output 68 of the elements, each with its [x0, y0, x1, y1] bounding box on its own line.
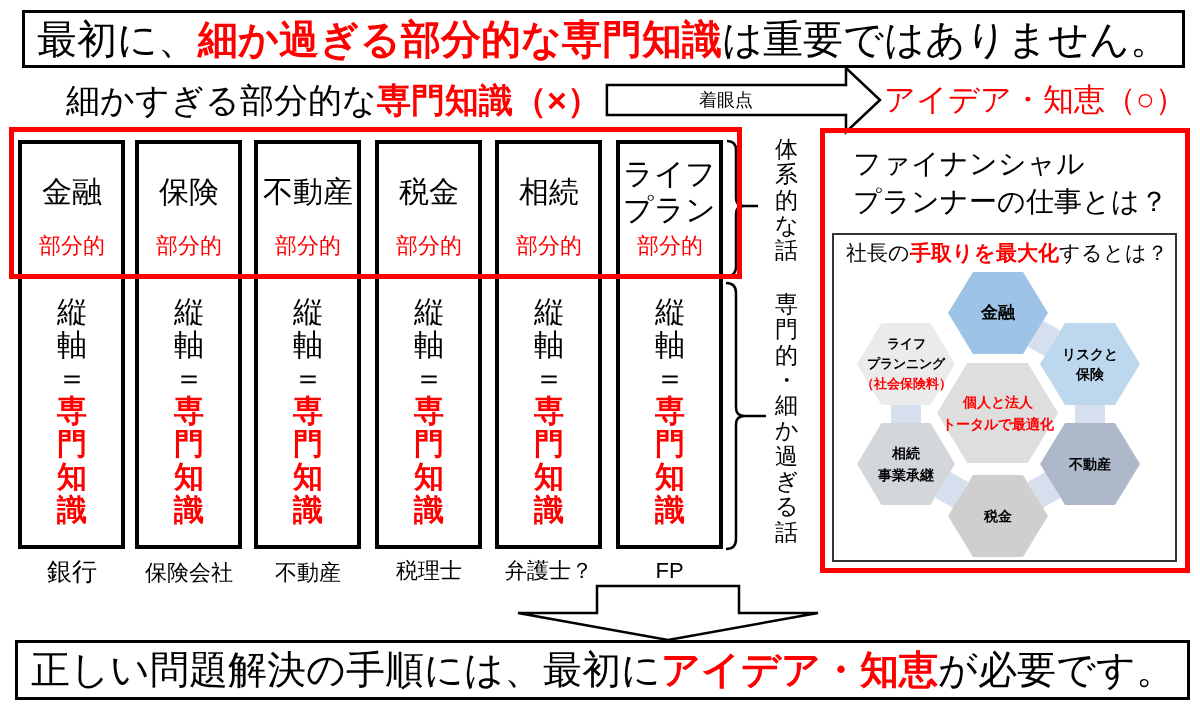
hexagon: [948, 272, 1048, 354]
hexagon: [857, 323, 955, 405]
panel-box: [820, 128, 1190, 573]
hexagon-label: （社会保険料）: [860, 375, 952, 393]
hexagon-label: 不動産: [1069, 455, 1111, 474]
hexagon-label: ライフプランニング: [867, 335, 945, 373]
category-label: ライフプラン: [622, 156, 717, 228]
vertical-label: 専門的・細か過ぎる話: [775, 292, 798, 545]
category-tag: 部分的: [274, 232, 341, 260]
hexagon: [948, 475, 1048, 557]
vertical-text: 縦軸＝専門知識: [413, 295, 444, 526]
column-box: [616, 279, 723, 549]
banner-box: [22, 10, 1185, 68]
column-caption: 弁護士？: [504, 557, 593, 585]
block-arrow: [605, 65, 882, 135]
category-tag: 部分的: [155, 232, 222, 260]
category-box: [616, 140, 723, 274]
category-label: 金融: [41, 174, 102, 210]
vertical-label: 体系的な話: [775, 137, 798, 264]
vertical-text: 縦軸＝専門知識: [533, 295, 564, 526]
hexagon-label: 個人と法人トータルで最適化: [941, 393, 1054, 434]
heading-text: 細かすぎる部分的な専門知識（×）: [66, 80, 601, 120]
group-frame: [9, 127, 742, 279]
column-caption: FP: [655, 557, 684, 585]
column-caption: 不動産: [274, 559, 341, 587]
column-box: [375, 279, 482, 549]
panel-question: 社長の手取りを最大化するとは？: [846, 240, 1168, 266]
category-box: [254, 140, 361, 274]
column-caption: 税理士: [395, 557, 462, 585]
hexagon-label: 金融: [981, 302, 1015, 324]
column-caption: 銀行: [46, 556, 97, 586]
banner-box: [15, 640, 1190, 700]
inner-panel: [832, 233, 1177, 562]
category-tag: 部分的: [38, 232, 105, 260]
category-label: 保険: [158, 174, 219, 210]
panel-title: ファイナンシャルプランナーの仕事とは？: [853, 147, 1168, 219]
category-label: 不動産: [262, 174, 353, 210]
connector-band: [1027, 471, 1061, 509]
hexagon-label: 税金: [984, 507, 1012, 526]
category-box: [18, 140, 125, 274]
column-box: [135, 279, 242, 549]
vertical-text: 縦軸＝専門知識: [56, 295, 87, 526]
category-box: [495, 140, 602, 274]
connector-band: [891, 405, 921, 423]
category-label: 税金: [398, 174, 459, 210]
vertical-text: 縦軸＝専門知識: [173, 295, 204, 526]
hexagon-label: 相続事業承継: [878, 444, 934, 485]
connector-band: [935, 471, 969, 509]
category-label: 相続: [518, 174, 579, 210]
column-caption: 保険会社: [144, 559, 233, 587]
category-tag: 部分的: [515, 232, 582, 260]
hexagon: [1040, 323, 1140, 405]
heading-text: アイデア・知恵（○）: [884, 80, 1186, 120]
hexagon-label: リスクと保険: [1062, 345, 1118, 384]
category-tag: 部分的: [636, 232, 703, 260]
column-box: [18, 279, 125, 549]
category-box: [135, 140, 242, 274]
connector-band: [1028, 320, 1060, 357]
column-box: [254, 279, 361, 549]
connector-band: [1075, 405, 1105, 423]
banner-text: 最初に、細か過ぎる部分的な専門知識は重要ではありません。: [37, 16, 1170, 63]
block-arrow: [516, 584, 820, 642]
category-box: [375, 140, 482, 274]
vertical-text: 縦軸＝専門知識: [654, 295, 685, 526]
banner-text: 正しい問題解決の手順には、最初にアイデア・知恵が必要です。: [30, 647, 1175, 693]
vertical-text: 縦軸＝専門知識: [292, 295, 323, 526]
category-tag: 部分的: [395, 232, 462, 260]
column-box: [495, 279, 602, 549]
